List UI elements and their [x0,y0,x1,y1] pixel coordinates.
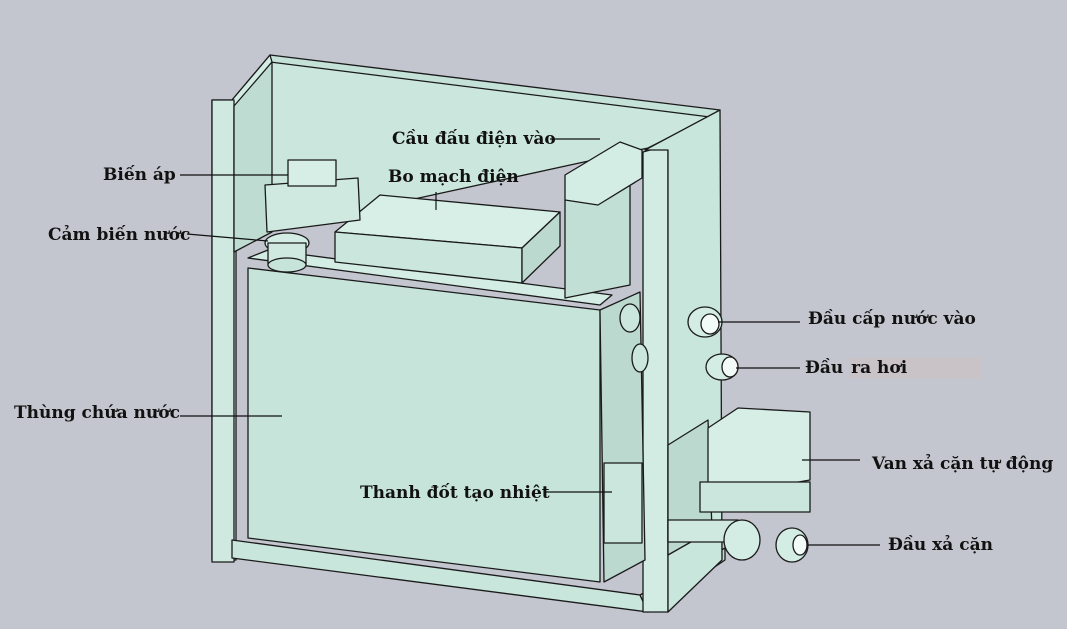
right-wall-front [642,144,669,613]
label-dau-xa-can: Đầu xả cặn [888,535,993,555]
tank-front [247,267,601,583]
transformer [287,159,337,187]
steam-outlet-opening [721,356,739,378]
label-dau-cap-nuoc-vao-part1: Đầu [808,309,847,329]
label-bien-ap: Biến áp [103,165,176,185]
side-port-2 [631,343,649,373]
label-thanh-dot: Thanh đốt tạo nhiệt [360,483,550,503]
label-dau-cap-nuoc-vao-part2: cấp nước vào [852,309,976,329]
label-bo-mach-dien: Bo mạch điện [388,167,519,187]
drain-valve-nut [723,519,761,561]
label-van-xa-can: Van xả cặn tự động [872,454,1054,474]
label-dau-cap-nuoc-vao: Đầu cấp nước vào [808,309,976,329]
label-dau-ra-hoi: Đầu ra hơi [805,358,982,378]
drain-outlet-opening [792,534,808,556]
label-cau-dau-dien-vao: Cầu đấu điện vào [392,129,556,149]
circuit-board-side [521,211,561,284]
label-dau-ra-hoi-part1: Đầu [805,358,844,378]
drain-valve-base [699,481,811,513]
heating-element-bracket [603,462,643,544]
label-dau-ra-hoi-part2: ra hơi [849,358,982,378]
terminal-block [564,141,643,206]
water-inlet-opening [700,313,720,335]
drain-valve-actuator [707,407,811,491]
side-port-1 [619,303,641,333]
label-cam-bien-nuoc: Cảm biến nước [48,225,191,245]
label-thung-chua-nuoc: Thùng chứa nước [14,403,180,423]
water-sensor-base [267,257,307,273]
leader-cam-bien-nuoc [186,233,269,242]
left-wall-front [211,99,235,563]
tank-top [247,249,613,306]
